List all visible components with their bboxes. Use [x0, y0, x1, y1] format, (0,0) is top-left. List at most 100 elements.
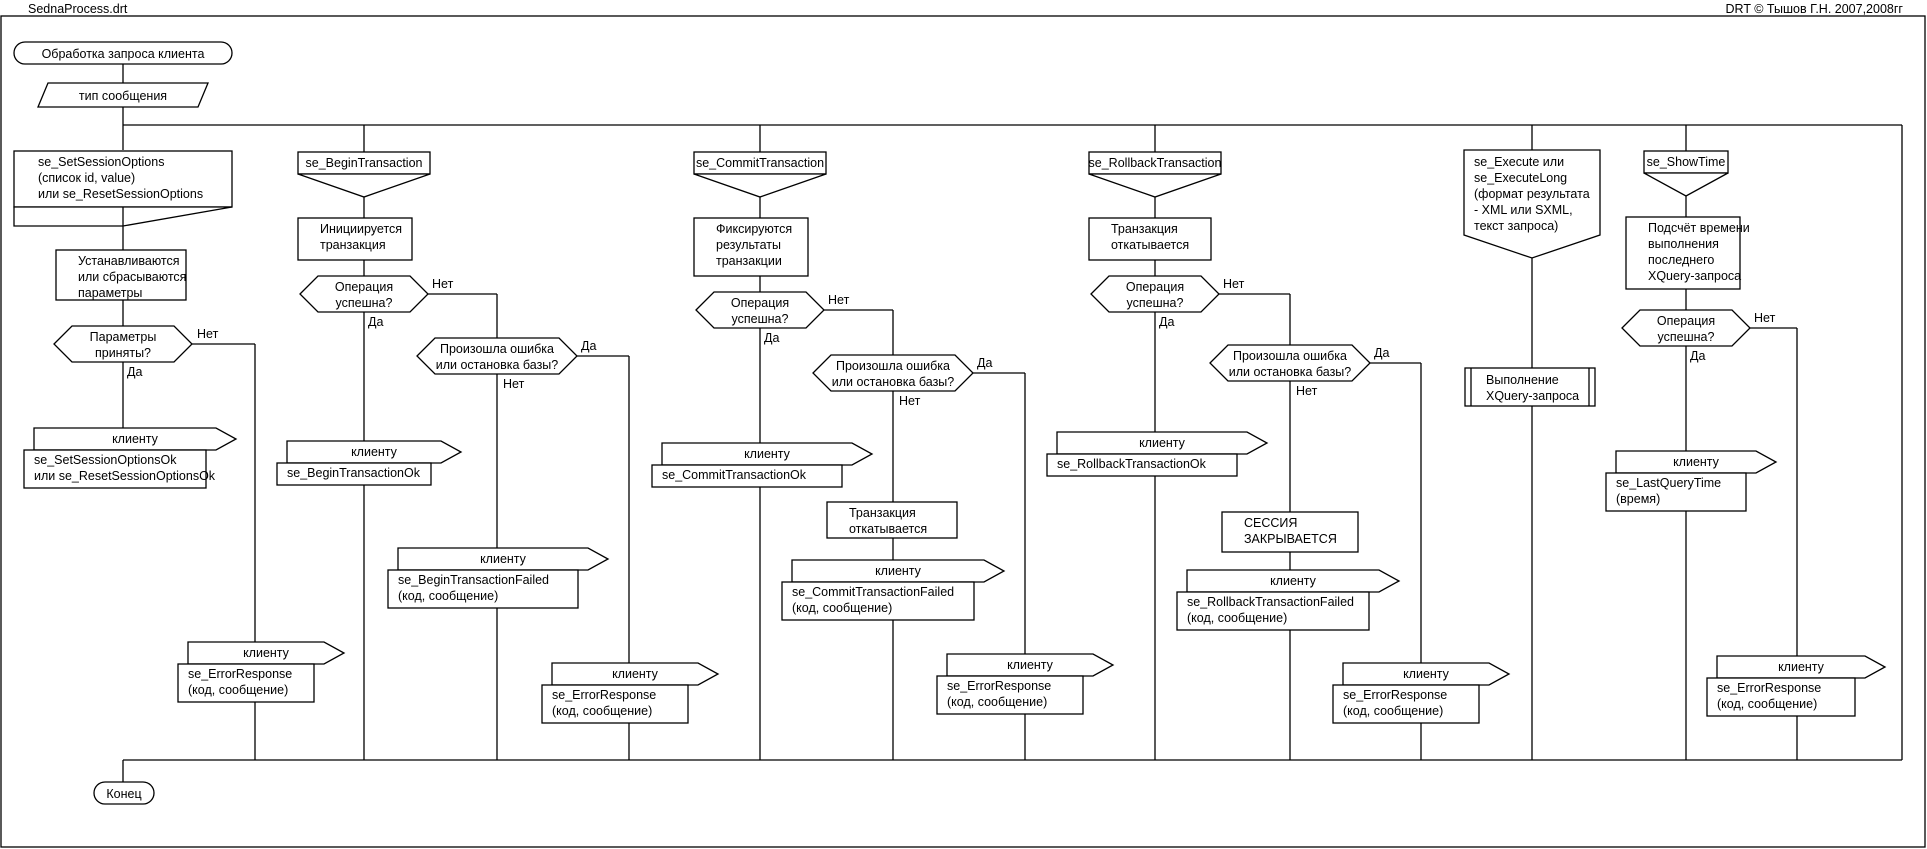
message-label: se_ErrorResponse [947, 679, 1051, 693]
message-to-label: клиенту [1007, 658, 1054, 672]
ok-message-arrow [661, 442, 874, 466]
error-message-box [177, 663, 315, 703]
process-label: выполнения [1648, 237, 1719, 251]
case-selector [13, 150, 233, 208]
failed-message-arrow [397, 547, 610, 571]
no-label: Нет [899, 394, 921, 408]
decision-label: успешна? [1658, 330, 1715, 344]
ok-message-arrow [33, 427, 238, 451]
case-selector-arrow [297, 173, 431, 198]
subprocess-box [1464, 367, 1596, 407]
case-label: se_ShowTime [1647, 155, 1726, 169]
message-to-label: клиенту [351, 445, 398, 459]
ok-message-box [276, 462, 432, 486]
process-label: или сбрасываются [78, 270, 186, 284]
error-message-arrow [946, 653, 1115, 677]
message-label: (код, сообщение) [552, 704, 652, 718]
process-label: Устанавливаются [78, 254, 180, 268]
message-to-label: клиенту [1673, 455, 1720, 469]
end-terminator [93, 781, 155, 805]
case-label: или se_ResetSessionOptions [38, 187, 203, 201]
yes-label: Да [764, 331, 779, 345]
process-label: СЕССИЯ [1244, 516, 1297, 530]
message-label: (время) [1616, 492, 1660, 506]
decision-label: Операция [1126, 280, 1184, 294]
decision-label: или остановка базы? [436, 358, 559, 372]
message-label: se_BeginTransactionFailed [398, 573, 549, 587]
case-label: se_ExecuteLong [1474, 171, 1567, 185]
error-message-box [541, 684, 689, 724]
decision-label: Произошла ошибка [440, 342, 554, 356]
process-label: Подсчёт времени [1648, 221, 1750, 235]
no-label: Нет [432, 277, 454, 291]
decision-label: Операция [1657, 314, 1715, 328]
yes-label: Да [368, 315, 383, 329]
message-label: se_SetSessionOptionsOk [34, 453, 177, 467]
subprocess-label: XQuery-запроса [1486, 389, 1579, 403]
failed-message-arrow [1186, 569, 1401, 593]
error-message-box [1706, 677, 1856, 717]
decision-label: успешна? [336, 296, 393, 310]
process-label: откатывается [1111, 238, 1189, 252]
process-label: Транзакция [849, 506, 916, 520]
message-label: (код, сообщение) [188, 683, 288, 697]
error-message-arrow [1716, 655, 1887, 679]
message-label: (код, сообщение) [1717, 697, 1817, 711]
process-label: последнего [1648, 253, 1714, 267]
process-label: параметры [78, 286, 142, 300]
message-label: se_ErrorResponse [552, 688, 656, 702]
message-label: (код, сообщение) [1187, 611, 1287, 625]
case-label: - XML или SXML, [1474, 203, 1573, 217]
no-label: Нет [828, 293, 850, 307]
message-to-label: клиенту [480, 552, 527, 566]
case-selector [1463, 149, 1601, 259]
action-box [297, 217, 413, 261]
ok-message-arrow [1615, 450, 1778, 474]
decision-label: Произошла ошибка [1233, 349, 1347, 363]
message-label: se_LastQueryTime [1616, 476, 1721, 490]
decision-label: успешна? [732, 312, 789, 326]
failed-message-arrow [791, 559, 1006, 583]
error-message-box [936, 675, 1084, 715]
process-label: Инициируется [320, 222, 402, 236]
error-message-arrow [187, 641, 346, 665]
message-to-label: клиенту [1403, 667, 1450, 681]
message-label: или se_ResetSessionOptionsOk [34, 469, 216, 483]
decision-label: успешна? [1127, 296, 1184, 310]
decision-label: Параметры [90, 330, 157, 344]
process-label: Фиксируются [716, 222, 792, 236]
action-box [693, 217, 809, 277]
decision-label: или остановка базы? [1229, 365, 1352, 379]
case-selector-arrow [1643, 172, 1729, 197]
yes-label: Да [1690, 349, 1705, 363]
message-label: se_BeginTransactionOk [287, 466, 421, 480]
case-label: se_BeginTransaction [306, 156, 423, 170]
message-to-label: клиенту [1139, 436, 1186, 450]
no-label: Нет [1223, 277, 1245, 291]
decision-label: или остановка базы? [832, 375, 955, 389]
case-selector-arrow [693, 173, 827, 198]
decision-label: приняты? [95, 346, 151, 360]
process-label: XQuery-запроса [1648, 269, 1741, 283]
decision-label: Операция [335, 280, 393, 294]
ok-message-arrow [286, 440, 463, 464]
yes-label: Да [127, 365, 142, 379]
error-message-arrow [551, 662, 720, 686]
message-label: (код, сообщение) [792, 601, 892, 615]
message-to-label: клиенту [875, 564, 922, 578]
set-params-box [55, 249, 187, 301]
no-label: Нет [197, 327, 219, 341]
start-label: Обработка запроса клиента [42, 47, 205, 61]
decision-label: Операция [731, 296, 789, 310]
no-label: Нет [1754, 311, 1776, 325]
message-label: se_ErrorResponse [1717, 681, 1821, 695]
process-label: ЗАКРЫВАЕТСЯ [1244, 532, 1337, 546]
input-parallelogram [37, 82, 209, 108]
case-label: se_SetSessionOptions [38, 155, 164, 169]
ok-message-box [1046, 453, 1238, 477]
message-label: se_ErrorResponse [1343, 688, 1447, 702]
message-to-label: клиенту [612, 667, 659, 681]
message-label: se_CommitTransactionFailed [792, 585, 954, 599]
